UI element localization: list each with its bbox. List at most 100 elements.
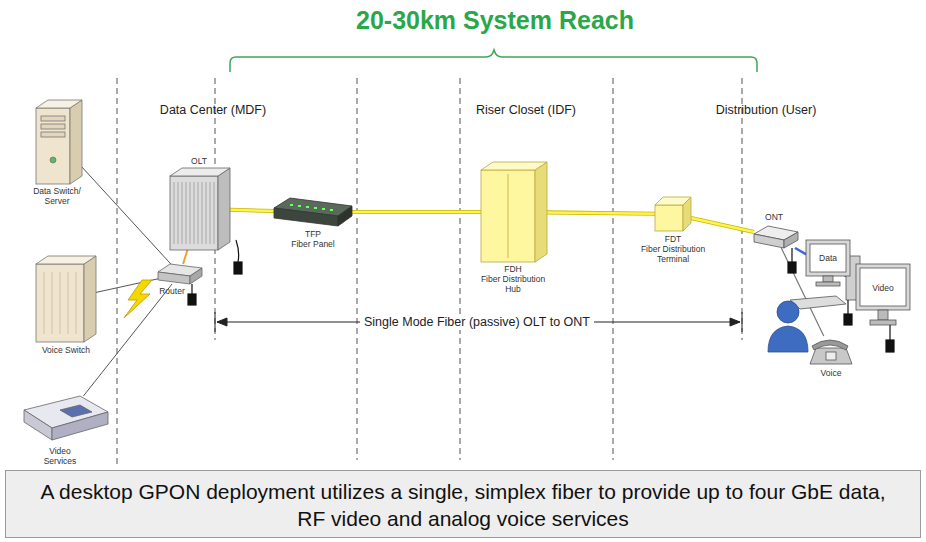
fiber-outline xyxy=(352,210,481,214)
telephone-icon xyxy=(810,348,852,364)
server-icon xyxy=(50,157,56,163)
user-figure xyxy=(777,301,799,323)
fiber-span-arrow xyxy=(215,312,216,332)
node-text: TFP xyxy=(277,229,349,239)
router-icon xyxy=(190,268,202,284)
connector xyxy=(691,218,754,232)
fiber-terminal-box xyxy=(655,197,691,231)
fiber-span-arrow xyxy=(217,318,227,326)
node-label: Router xyxy=(152,286,192,296)
cable-plug xyxy=(889,325,890,340)
section-divider xyxy=(117,78,118,464)
node-label: Voice Switch xyxy=(26,345,106,355)
fiber-span-arrow xyxy=(215,312,742,332)
fiber-hub-cabinet xyxy=(535,162,547,262)
node-label: ONT xyxy=(754,212,794,222)
node-label: Data Switch/ Server xyxy=(29,186,85,206)
node-text: OLT xyxy=(179,156,219,166)
connector xyxy=(230,210,274,211)
fiber-hub-cabinet xyxy=(508,174,509,258)
section-divider xyxy=(460,78,461,460)
section-heading: Distribution (User) xyxy=(716,103,817,118)
server-node: Data Switch/ Server xyxy=(36,100,82,184)
video-equipment-icon xyxy=(24,410,52,440)
computer-icon xyxy=(810,244,846,272)
ont-node: ONT xyxy=(754,226,798,248)
node-label: FDTFiber Distribution Terminal xyxy=(637,234,709,264)
node-text: Fiber Panel xyxy=(277,239,349,249)
server-icon xyxy=(70,100,82,184)
video-equipment-icon xyxy=(52,412,108,440)
server-icon xyxy=(36,108,70,184)
section-heading: Data Center (MDF) xyxy=(160,103,266,118)
olt-chassis-icon xyxy=(218,168,230,250)
connector-line xyxy=(83,284,172,396)
node-text: ONT xyxy=(754,212,794,222)
fiber-outline xyxy=(691,218,754,232)
node-text: Fiber Distribution Terminal xyxy=(637,244,709,264)
video-monitor-icon xyxy=(870,320,896,325)
fiber-outline xyxy=(230,210,274,211)
computer-icon xyxy=(823,276,833,282)
section-divider xyxy=(742,78,743,340)
caption-text: A desktop GPON deployment utilizes a sin… xyxy=(27,478,899,532)
router-icon xyxy=(158,272,190,284)
cable-plug xyxy=(191,284,192,294)
node-text: Video xyxy=(863,283,903,293)
olt-chassis-icon xyxy=(170,168,230,176)
voice-switch-icon xyxy=(36,264,84,342)
fiber-span-arrow xyxy=(730,318,740,326)
fiber-panel-icon xyxy=(274,208,338,226)
connector xyxy=(183,250,187,264)
node-text: Voice xyxy=(811,368,851,378)
node-label: Video Services xyxy=(40,446,80,466)
video-monitor-icon xyxy=(878,310,888,320)
connector-line xyxy=(691,218,754,232)
cable-plug xyxy=(791,248,792,262)
cable-plug xyxy=(886,340,894,352)
fiber-terminal-box xyxy=(655,205,683,231)
node-text: Data Switch/ Server xyxy=(29,186,85,206)
node-label: Data xyxy=(810,253,846,263)
connector-line xyxy=(230,210,274,211)
olt-chassis-icon xyxy=(170,176,218,250)
olt-chassis-icon xyxy=(170,168,230,250)
node-label: OLT xyxy=(179,156,219,166)
video-monitor-icon xyxy=(856,264,910,325)
fiber-hub-cabinet xyxy=(481,162,547,170)
fiber-outline xyxy=(547,212,655,213)
telephone-icon xyxy=(810,340,852,364)
video-equipment-icon xyxy=(24,396,108,440)
cable-plug xyxy=(847,300,848,314)
server-icon xyxy=(36,100,82,108)
fiber-hub-cabinet xyxy=(481,170,535,262)
node-text: Data xyxy=(810,253,846,263)
computer-icon xyxy=(790,296,846,309)
cable-plug xyxy=(188,294,196,305)
fiber-panel-icon xyxy=(290,205,333,210)
section-divider xyxy=(117,78,742,464)
cable-plug xyxy=(788,262,796,273)
computer-icon xyxy=(816,282,840,286)
computer-icon xyxy=(806,240,850,276)
connector-line xyxy=(547,212,655,213)
user-figure xyxy=(768,301,808,352)
telephone-icon xyxy=(812,340,848,350)
phone-node: Voice xyxy=(808,336,854,366)
reach-bracket xyxy=(230,50,757,72)
connector xyxy=(82,167,171,264)
fiber-span-label: Single Mode Fiber (passive) OLT to ONT xyxy=(360,315,594,330)
video-equipment-icon xyxy=(60,405,92,417)
voice-switch-icon xyxy=(36,256,96,342)
node-text: Fiber Distribution Hub xyxy=(477,274,549,294)
node-text: FDT xyxy=(637,234,709,244)
server-icon xyxy=(36,100,82,184)
server-icon xyxy=(41,132,65,137)
section-divider xyxy=(357,78,358,460)
node-text: Voice Switch xyxy=(26,345,106,355)
cable-plug xyxy=(234,262,242,274)
server-icon xyxy=(41,124,65,129)
video-monitor-icon xyxy=(856,264,910,310)
fiber-hub-node: FDHFiber Distribution Hub xyxy=(481,162,547,262)
